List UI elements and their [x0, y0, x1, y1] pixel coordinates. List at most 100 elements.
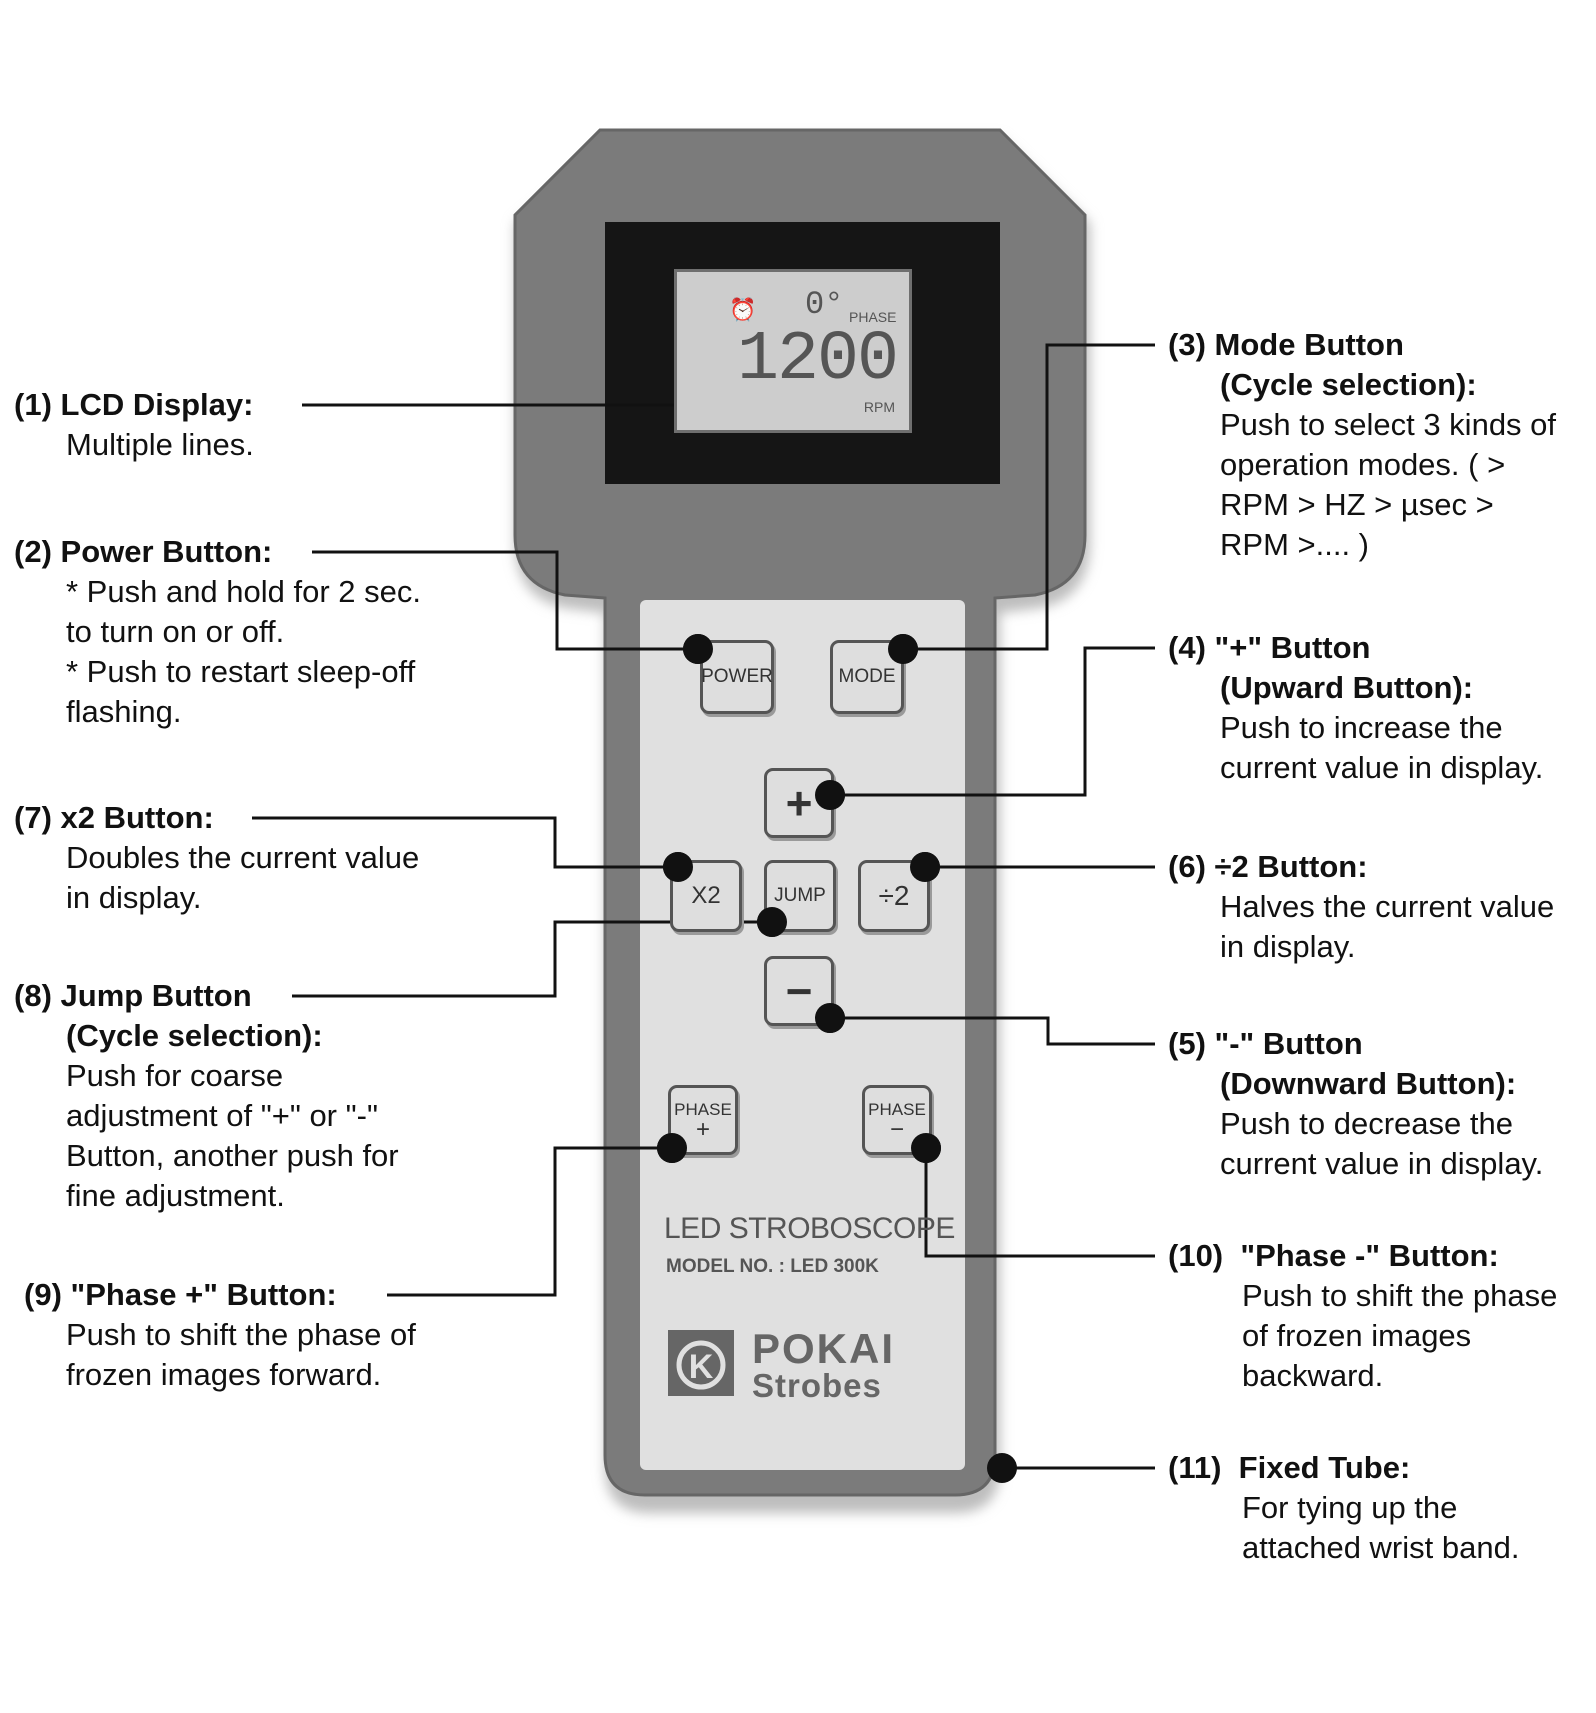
leader-lines [252, 343, 1155, 1470]
callout-plus-button: (4) "+" Button (Upward Button): Push to … [1168, 628, 1543, 788]
overlay-dot-7 [663, 852, 693, 882]
leader-line-9 [387, 1146, 672, 1297]
overlay-dot-8 [757, 907, 787, 937]
phase-plus-sign: + [695, 1116, 710, 1143]
callout-title: "+" Button [1214, 630, 1371, 665]
callout-line: RPM >.... ) [1220, 527, 1369, 562]
callout-subtitle: (Cycle selection): [66, 1018, 323, 1053]
callout-number: (5) [1168, 1026, 1206, 1061]
callout-title: "-" Button [1214, 1026, 1363, 1061]
company-name: POKAI [752, 1325, 896, 1372]
callout-lcd-display: (1) LCD Display: Multiple lines. [14, 385, 254, 465]
overlay-dot-4 [815, 780, 845, 810]
company-subtitle: Strobes [752, 1367, 882, 1404]
pokai-logo-icon: K [668, 1330, 734, 1396]
leader-line-3 [903, 343, 1155, 651]
callout-jump-button: (8) Jump Button (Cycle selection): Push … [14, 976, 399, 1216]
marker-dot-11 [987, 1453, 1017, 1483]
callout-x2-button: (7) x2 Button: Doubles the current value… [14, 798, 419, 918]
leader-line-10 [924, 1148, 1155, 1258]
leader-line-4 [830, 646, 1155, 797]
callout-subtitle: (Cycle selection): [1220, 367, 1477, 402]
callout-line: flashing. [66, 694, 182, 729]
callout-line: operation modes. ( > [1220, 447, 1506, 482]
alarm-icon: ⏰ [729, 298, 757, 323]
pokai-logo-mark: K [676, 1340, 726, 1390]
callout-line: adjustment of "+" or "-" [66, 1098, 378, 1133]
lcd-phase-label: PHASE [849, 309, 897, 325]
overlay-dot-2 [683, 634, 713, 664]
lcd-reading: 1200 [736, 321, 899, 400]
power-button[interactable]: POWER [700, 640, 774, 714]
callout-line: Push to increase the [1220, 710, 1503, 745]
callout-number: (8) [14, 978, 52, 1013]
callout-line: Button, another push for [66, 1138, 399, 1173]
callout-number: (9) [24, 1277, 62, 1312]
lcd-display: ⏰ 0° PHASE 1200 RPM [674, 269, 912, 433]
callout-line: * Push and hold for 2 sec. [66, 574, 422, 609]
callout-number: (11) [1168, 1450, 1222, 1485]
callout-line: Push for coarse [66, 1058, 284, 1093]
callout-line: current value in display. [1220, 1146, 1544, 1181]
overlay-dot-3 [888, 634, 918, 664]
callout-title: Mode Button [1214, 327, 1404, 362]
callout-number: (1) [14, 387, 52, 422]
callout-line: to turn on or off. [66, 614, 285, 649]
product-name: LED STROBOSCOPE [664, 1212, 955, 1245]
leader-line-2 [312, 550, 698, 651]
leader-line-7 [252, 816, 678, 869]
callout-line: Doubles the current value [66, 840, 420, 875]
callout-line: attached wrist band. [1242, 1530, 1520, 1565]
callout-number: (6) [1168, 849, 1206, 884]
callout-line: Halves the current value [1220, 889, 1555, 924]
callout-number: (4) [1168, 630, 1206, 665]
callout-number: (3) [1168, 327, 1206, 362]
callout-title: x2 Button: [60, 800, 214, 835]
overlay-dot-6 [910, 852, 940, 882]
callout-line: backward. [1242, 1358, 1384, 1393]
callout-subtitle: (Downward Button): [1220, 1066, 1517, 1101]
callout-title: "Phase -" Button: [1240, 1238, 1499, 1273]
callout-subtitle: (Upward Button): [1220, 670, 1474, 705]
callout-line: * Push to restart sleep-off [66, 654, 416, 689]
lcd-unit: RPM [863, 399, 895, 415]
callout-title: "Phase +" Button: [70, 1277, 337, 1312]
plus-button[interactable]: + [764, 768, 834, 838]
callout-line: RPM > HZ > µsec > [1220, 487, 1494, 522]
callout-title: Jump Button [60, 978, 252, 1013]
callout-div2-button: (6) ÷2 Button: Halves the current value … [1168, 847, 1554, 967]
phase-minus-label: PHASE [868, 1100, 926, 1119]
callout-line: fine adjustment. [66, 1178, 285, 1213]
model-number: MODEL NO. : LED 300K [666, 1256, 879, 1277]
overlay-dot-9 [657, 1133, 687, 1163]
overlay-dot-10 [911, 1133, 941, 1163]
callout-line: in display. [66, 880, 202, 915]
phase-minus-sign: − [889, 1116, 904, 1143]
callout-number: (2) [14, 534, 52, 569]
callout-mode-button: (3) Mode Button (Cycle selection): Push … [1168, 325, 1556, 565]
callout-minus-button: (5) "-" Button (Downward Button): Push t… [1168, 1024, 1543, 1184]
logo-letter: K [689, 1348, 714, 1386]
callout-line: Multiple lines. [66, 427, 254, 462]
callout-line: in display. [1220, 929, 1356, 964]
callout-line: For tying up the [1242, 1490, 1458, 1525]
lcd-phase-value: 0° [805, 286, 844, 323]
callout-title: Power Button: [60, 534, 273, 569]
callout-line: Push to shift the phase [1242, 1278, 1558, 1313]
callout-line: current value in display. [1220, 750, 1544, 785]
callout-line: Push to shift the phase of [66, 1317, 416, 1352]
callout-phase-minus-button: (10) "Phase -" Button: Push to shift the… [1168, 1236, 1557, 1396]
callout-number: (7) [14, 800, 52, 835]
callout-line: Push to decrease the [1220, 1106, 1513, 1141]
leader-line-8 [292, 920, 772, 998]
callout-title: ÷2 Button: [1214, 849, 1368, 884]
callout-fixed-tube: (11) Fixed Tube: For tying up the attach… [1168, 1448, 1519, 1568]
callout-line: Push to select 3 kinds of [1220, 407, 1557, 442]
callout-title: Fixed Tube: [1238, 1450, 1411, 1485]
overlay-dot-5 [815, 1003, 845, 1033]
callout-line: of frozen images [1242, 1318, 1472, 1353]
callout-power-button: (2) Power Button: * Push and hold for 2 … [14, 532, 421, 732]
callout-number: (10) [1168, 1238, 1224, 1273]
callout-line: frozen images forward. [66, 1357, 382, 1392]
